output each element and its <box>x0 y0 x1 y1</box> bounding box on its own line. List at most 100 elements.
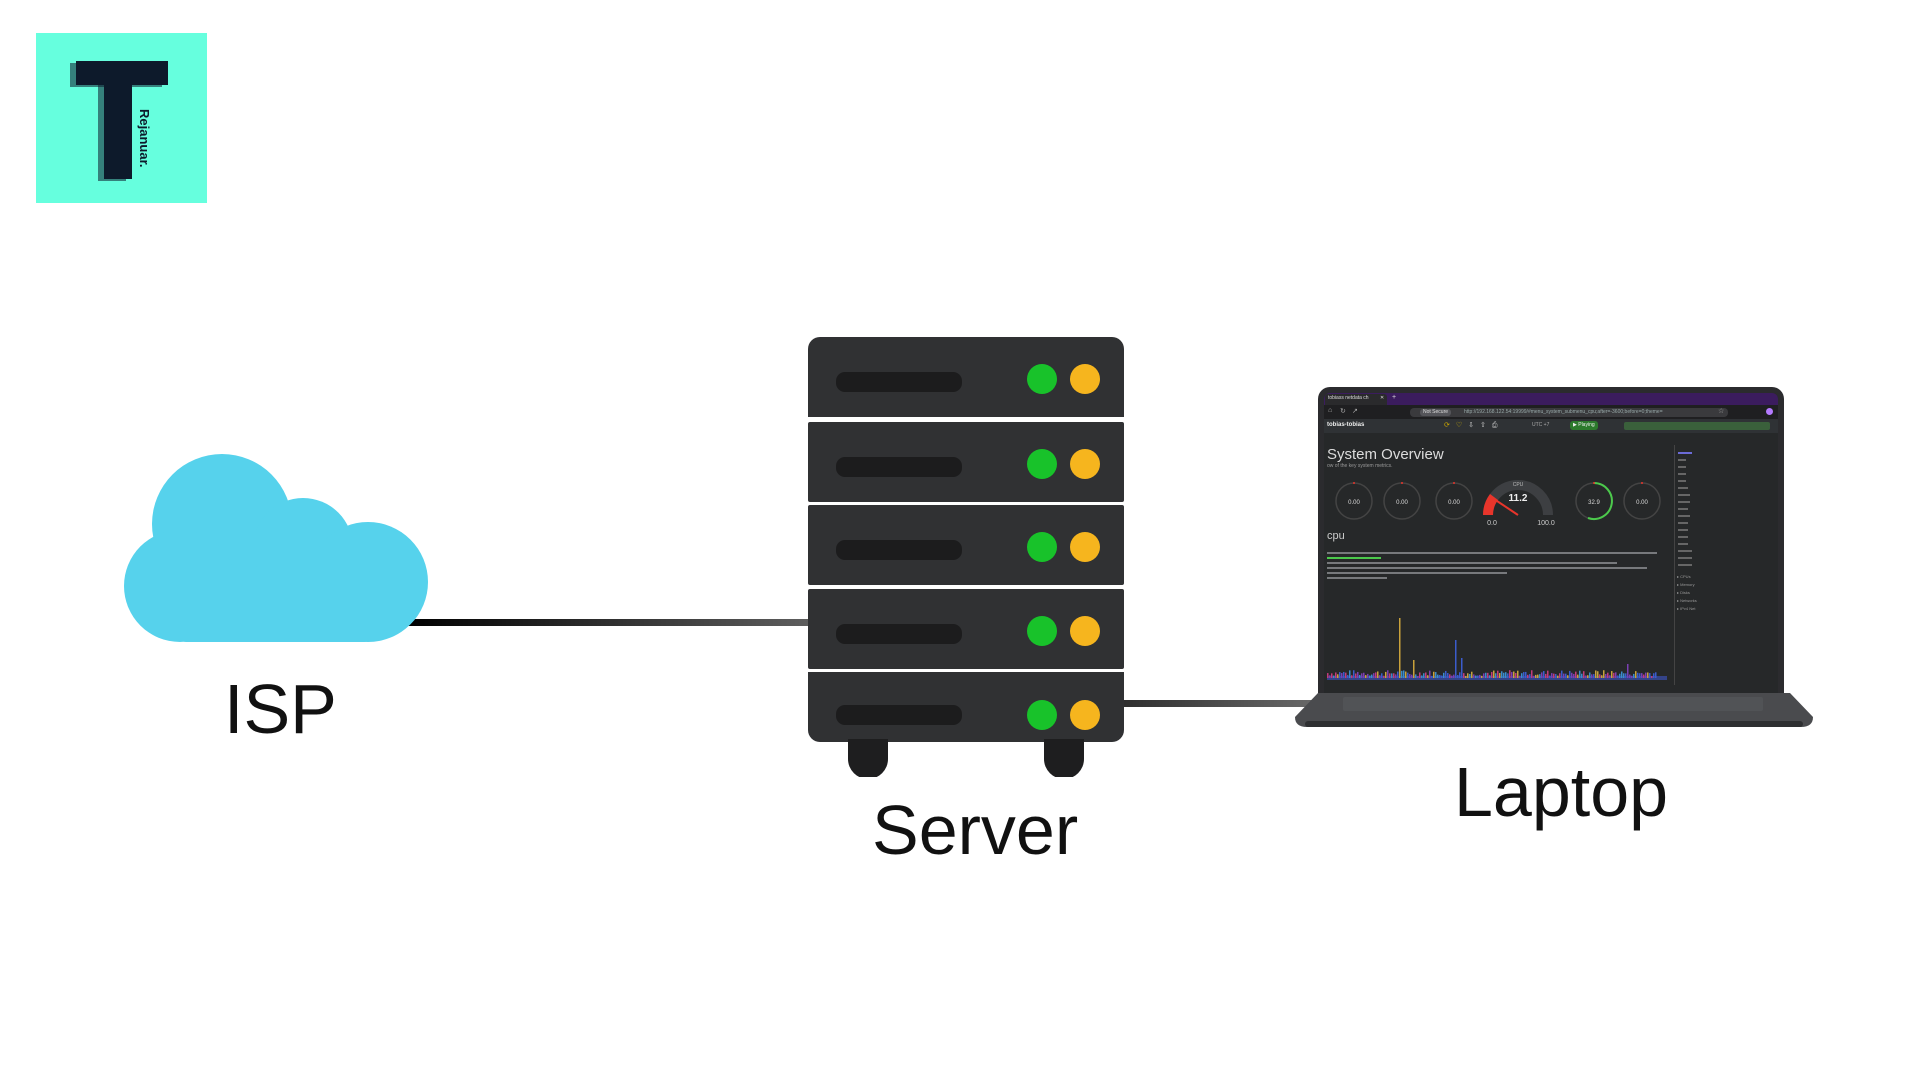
url-text: http://192.168.122.54:19999/#menu_system… <box>1464 409 1663 415</box>
mini-gauge: 32.9 <box>1575 482 1613 520</box>
close-tab-icon[interactable]: ✕ <box>1380 395 1385 401</box>
chart-spike <box>1645 672 1647 678</box>
browser-tab[interactable] <box>1325 394 1387 405</box>
chart-spike <box>1383 675 1385 678</box>
chart-spike <box>1525 671 1527 678</box>
mini-gauge-value: 0.00 <box>1396 500 1408 506</box>
logo: Rejanuar. <box>36 33 207 203</box>
svg-text:0.0: 0.0 <box>1487 520 1497 527</box>
chart-spike <box>1631 675 1633 678</box>
chart-spike <box>1573 673 1575 678</box>
section-title: cpu <box>1327 530 1345 542</box>
hostname[interactable]: tobias-tobias <box>1327 422 1365 428</box>
chart-spike <box>1435 672 1437 678</box>
chart-spike <box>1589 672 1591 678</box>
chart-spike <box>1411 674 1413 678</box>
chart-spike <box>1559 673 1561 678</box>
chart-spike <box>1529 674 1531 678</box>
status-led-green <box>1027 700 1057 730</box>
chart-spike <box>1579 670 1581 678</box>
laptop-icon: tobiass netdata ch ✕ + ⌂ ↻ ↗ Not Secure … <box>1293 387 1815 732</box>
chart-spike <box>1627 664 1629 678</box>
address-bar[interactable] <box>1410 408 1728 417</box>
chart-spike <box>1353 670 1355 678</box>
chart-spike <box>1343 671 1345 678</box>
menu-item-memory[interactable]: ▸ Memory <box>1677 582 1695 587</box>
chart-spike <box>1603 670 1605 678</box>
mini-gauge-value: 32.9 <box>1588 500 1600 506</box>
chart-spike <box>1453 674 1455 678</box>
chart-spike <box>1471 671 1473 678</box>
chart-spike <box>1335 672 1337 678</box>
svg-text:CPU: CPU <box>1513 482 1524 488</box>
link-server-laptop <box>1118 700 1318 707</box>
timezone[interactable]: UTC +7 <box>1532 422 1550 428</box>
status-led-amber <box>1070 700 1100 730</box>
server-unit <box>808 422 1124 502</box>
new-tab-icon[interactable]: + <box>1392 394 1397 401</box>
chart-spike <box>1473 674 1475 678</box>
chart-spike <box>1479 674 1481 678</box>
chart-spike <box>1365 675 1367 678</box>
chart-spike <box>1575 671 1577 678</box>
chart-spike <box>1397 671 1399 678</box>
chart-spike <box>1593 674 1595 678</box>
chart-spike <box>1439 674 1441 678</box>
status-led-amber <box>1070 449 1100 479</box>
chart-spike <box>1539 674 1541 678</box>
svg-text:100.0: 100.0 <box>1537 520 1555 527</box>
chart-spike <box>1583 671 1585 678</box>
chart-spike <box>1447 673 1449 678</box>
chart-spike <box>1647 672 1649 678</box>
chart-spike <box>1587 675 1589 678</box>
chart-spike <box>1459 672 1461 678</box>
chart-spike <box>1485 672 1487 678</box>
chart-spike <box>1387 670 1389 678</box>
chart-spike <box>1415 674 1417 678</box>
tools-icon[interactable]: ↗ <box>1352 408 1358 415</box>
chart-spike <box>1425 672 1427 678</box>
chart-spike <box>1637 672 1639 678</box>
status-led-amber <box>1070 364 1100 394</box>
chart-spike <box>1595 670 1597 678</box>
chart-spike <box>1489 675 1491 678</box>
chart-spike <box>1527 674 1529 678</box>
logo-mark: Rejanuar. <box>36 33 207 203</box>
chart-spike <box>1377 671 1379 678</box>
chart-spike <box>1629 674 1631 678</box>
chart-spike <box>1469 673 1471 678</box>
chart-spike <box>1607 672 1609 678</box>
menu-item-ipv4[interactable]: ▸ IPv4 Net <box>1677 606 1696 611</box>
server-label: Server <box>872 791 1079 869</box>
laptop-base <box>1295 693 1813 727</box>
star-icon[interactable]: ☆ <box>1718 408 1725 415</box>
profile-icon[interactable] <box>1766 408 1773 415</box>
chart-spike <box>1467 673 1469 678</box>
menu-item-networks[interactable]: ▸ Networks <box>1677 598 1697 603</box>
menu-item-cpus[interactable]: ▸ CPUs <box>1677 574 1691 579</box>
chart-spike <box>1349 670 1351 678</box>
chart-spike <box>1481 675 1483 678</box>
home-icon[interactable]: ⌂ <box>1328 407 1333 414</box>
menu-item-disks[interactable]: ▸ Disks <box>1677 590 1690 595</box>
playing-button[interactable]: ▶ Playing <box>1570 421 1598 430</box>
chart-spike <box>1395 674 1397 678</box>
timeframe-bar[interactable] <box>1624 422 1770 430</box>
chart-spike <box>1597 671 1599 678</box>
chart-spike <box>1367 673 1369 678</box>
browser-tab-title: tobiass netdata ch <box>1328 395 1369 401</box>
chart-spike <box>1419 672 1421 678</box>
chart-spike <box>1519 675 1521 678</box>
chart-spike <box>1633 673 1635 678</box>
reload-icon[interactable]: ↻ <box>1340 408 1346 415</box>
chart-spike <box>1407 672 1409 678</box>
chart-spike <box>1437 674 1439 678</box>
cpu-chart <box>1327 618 1667 680</box>
chart-spike <box>1655 672 1657 678</box>
chart-spike <box>1495 673 1497 678</box>
chart-spike <box>1521 673 1523 678</box>
chart-spike <box>1507 673 1509 678</box>
not-secure-badge[interactable]: Not Secure <box>1420 409 1452 416</box>
server-unit <box>808 672 1124 742</box>
